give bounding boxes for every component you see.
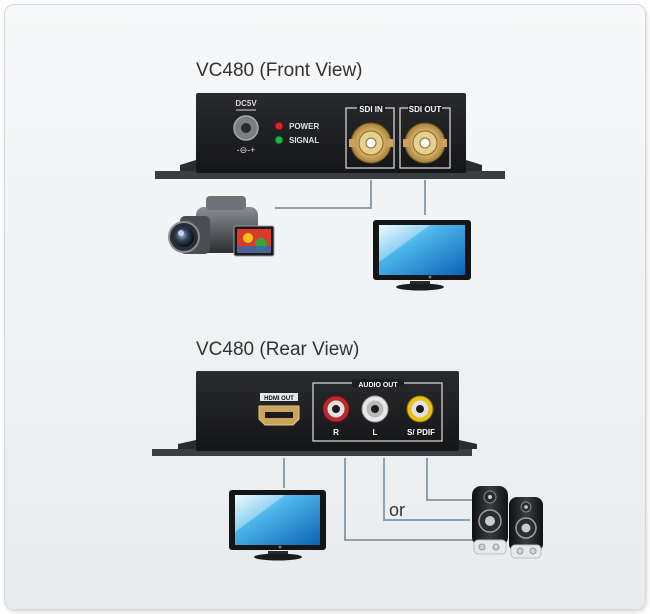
signal-led [274, 135, 284, 145]
front-mounting-flange [155, 171, 505, 179]
audio-l-label: L [373, 428, 378, 437]
audio-out-label: AUDIO OUT [358, 382, 398, 389]
sdi-in-cable [275, 180, 372, 209]
tv-monitor-icon [373, 220, 471, 291]
speakers-icon [472, 486, 543, 559]
power-led [274, 121, 284, 131]
audio-l-cable [383, 458, 470, 521]
sdi-in-label: SDI IN [359, 105, 383, 114]
camcorder-icon [168, 196, 275, 257]
rear-tv-monitor-icon [229, 490, 326, 561]
signal-led-label: SIGNAL [289, 136, 319, 145]
audio-r-cable [344, 458, 473, 541]
or-text: or [389, 500, 405, 520]
rear-mounting-flange [152, 449, 472, 456]
front-device: DC5V -⊖-+ POWER SIGNAL SDI IN SDI OUT [155, 93, 505, 179]
audio-r-label: R [333, 428, 339, 437]
dc5v-label: DC5V [235, 99, 257, 108]
front-view-title: VC480 (Front View) [196, 60, 363, 81]
power-led-label: POWER [289, 122, 319, 131]
spdif-cable [426, 458, 472, 501]
rear-cables [283, 458, 473, 541]
dc-polarity-icon: -⊖-+ [237, 145, 256, 155]
spdif-label: S/ PDIF [407, 428, 435, 437]
sdi-out-label: SDI OUT [409, 105, 442, 114]
front-cables [275, 180, 426, 215]
rear-device: HDMI OUT AUDIO OUT R L S/ PDIF [152, 371, 477, 456]
front-device-body [196, 93, 466, 173]
rear-view-title: VC480 (Rear View) [196, 339, 360, 360]
hdmi-out-label: HDMI OUT [264, 396, 294, 402]
